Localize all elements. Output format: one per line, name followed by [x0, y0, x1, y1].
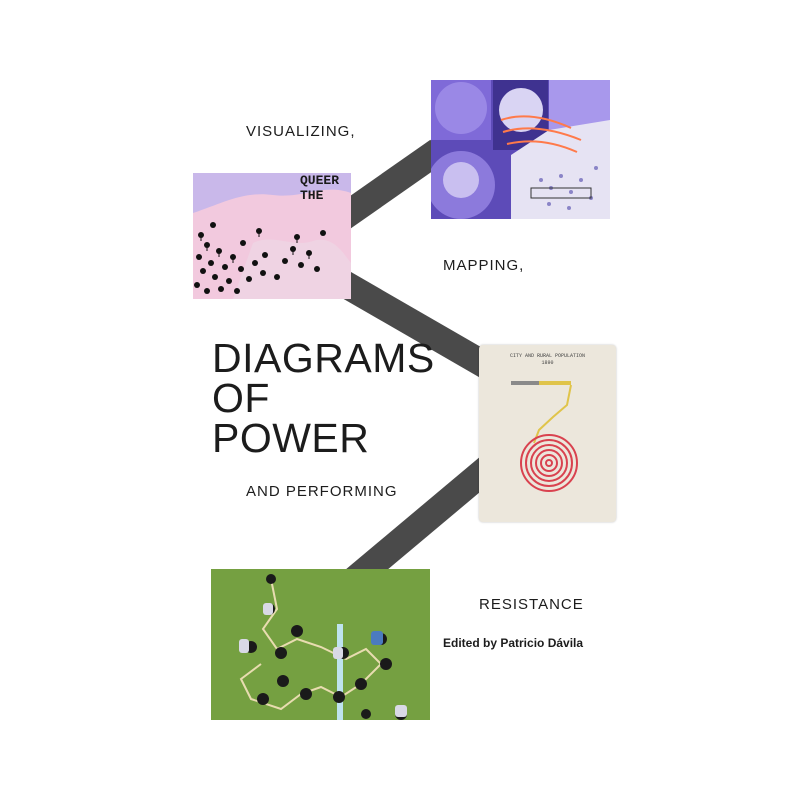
document-subheading: 1890 [541, 360, 554, 366]
word-visualizing: VISUALIZING, [246, 123, 356, 140]
map-image: QUEER THE [193, 173, 351, 299]
title-line-2: OF [212, 375, 270, 421]
population-document-image: CITY AND RURAL POPULATION 1890 [479, 345, 616, 522]
spiral-diagram [511, 381, 578, 492]
document-heading: CITY AND RURAL POPULATION [509, 353, 585, 359]
word-mapping: MAPPING, [443, 257, 525, 274]
map-illustration [193, 173, 351, 299]
word-resistance: RESISTANCE [479, 596, 584, 613]
map-overlay-text: QUEER THE [300, 173, 340, 203]
title-line-1: DIAGRAMS [212, 335, 435, 381]
word-and-performing: AND PERFORMING [246, 483, 398, 500]
performance-illustration [211, 569, 430, 720]
people-performance-image [211, 569, 430, 720]
collage-image [431, 80, 610, 219]
book-title: DIAGRAMS OF POWER [212, 335, 435, 461]
collage-illustration [431, 80, 610, 219]
editor-credit: Edited by Patricio Dávila [443, 636, 584, 650]
title-line-3: POWER [212, 415, 370, 461]
